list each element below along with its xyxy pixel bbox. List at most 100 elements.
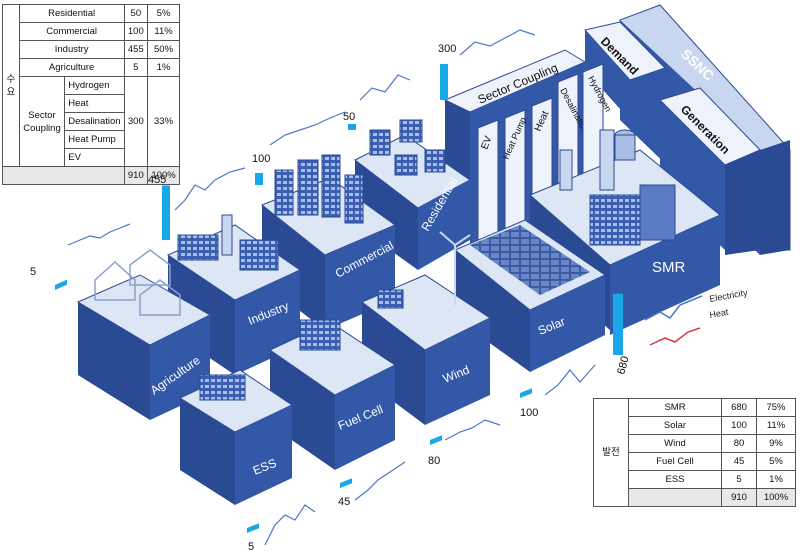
wind-turbine-blade [439, 231, 456, 246]
demand-row-pct: 1% [147, 58, 180, 77]
chimney [221, 214, 233, 256]
fuel-cell-unit [299, 319, 341, 351]
bar-sector-coupling [440, 64, 448, 100]
gen-total-blank [628, 488, 722, 507]
bar-value-residential: 50 [343, 111, 355, 123]
bar-wind [430, 435, 442, 445]
smr-stack [599, 129, 615, 191]
demand-row-pct: 5% [147, 4, 180, 23]
ess-side [180, 398, 235, 505]
gen-row-name: Wind [628, 434, 722, 453]
greenhouse [129, 249, 171, 286]
gen-row-value: 45 [721, 452, 757, 471]
solar-panel-field [470, 225, 590, 295]
bar-value-smr: 680 [615, 355, 631, 376]
greenhouse [139, 279, 181, 316]
residential-front [418, 180, 470, 270]
bar-value-solar: 100 [520, 407, 538, 419]
demand-row-value: 100 [123, 22, 149, 41]
industry-block: Industry [166, 214, 302, 375]
gen-side-label: 발전 [593, 398, 629, 507]
gen-row-value: 80 [721, 434, 757, 453]
bar-value-agriculture: 5 [30, 266, 36, 278]
house [424, 149, 446, 173]
wind-turbine-blade [454, 234, 471, 246]
residential-side [355, 160, 418, 270]
gen-total-pct: 100% [756, 488, 796, 507]
bar-value-fuel-cell: 45 [338, 496, 350, 508]
gen-row-name: Solar [628, 416, 722, 435]
gen-row-name: ESS [628, 470, 722, 489]
quantity-bars [55, 64, 623, 533]
house [394, 154, 418, 176]
office-tower [321, 154, 341, 218]
residential-block: Residential [354, 119, 471, 270]
fuel-cell-block: Fuel Cell [268, 319, 396, 470]
profile-line [459, 29, 536, 56]
coupling-value: 300 [123, 76, 149, 167]
ess-block: ESS [178, 369, 294, 505]
smr-turbine-hall [639, 184, 676, 241]
demand-total-pct: 100% [147, 166, 180, 185]
bar-fuel-cell [340, 478, 352, 488]
coupling-pct: 33% [147, 76, 180, 167]
office-tower [274, 169, 294, 216]
fuel-cell-side [270, 350, 335, 470]
wind-front [425, 318, 490, 425]
bar-value-ess: 5 [248, 541, 254, 553]
factory [239, 239, 279, 271]
demand-row-pct: 50% [147, 40, 180, 59]
fuel-cell-front [335, 365, 395, 470]
factory [177, 234, 219, 261]
smr-label: SMR [652, 259, 686, 276]
profile-line [264, 504, 316, 546]
solar-side [455, 250, 530, 372]
demand-total-value: 910 [123, 166, 149, 185]
legend-heat-line [649, 327, 701, 346]
house [399, 119, 423, 143]
profile-line [544, 364, 596, 396]
demand-total-blank [2, 166, 125, 185]
bar-commercial [255, 173, 263, 185]
gen-row-value: 5 [721, 470, 757, 489]
gen-row-pct: 9% [756, 434, 796, 453]
bar-agriculture [55, 279, 67, 290]
gen-row-pct: 11% [756, 416, 796, 435]
bar-industry [162, 185, 170, 240]
gen-row-pct: 1% [756, 470, 796, 489]
substation [377, 289, 404, 309]
wind-block: Wind [361, 231, 492, 425]
house [369, 129, 391, 156]
profile-line [67, 223, 131, 246]
legend-electricity-line [644, 295, 703, 321]
gen-row-pct: 75% [756, 398, 796, 417]
smr-reactor-building [589, 194, 641, 246]
generation-side [725, 150, 760, 255]
office-tower [344, 174, 364, 224]
bar-smr [613, 293, 623, 355]
bar-value-industry: 455 [148, 174, 166, 186]
smr-tank-body [614, 134, 636, 161]
ev-label: EV [479, 134, 494, 151]
bar-residential [348, 124, 356, 130]
profile-line [269, 111, 346, 146]
gen-row-name: SMR [628, 398, 722, 417]
legend-electricity-label: Electricity [709, 287, 749, 304]
bar-value-commercial: 100 [252, 153, 270, 165]
solar-front [530, 275, 605, 372]
bar-value-wind: 80 [428, 455, 440, 467]
bar-value-sector-coupling: 300 [438, 43, 456, 55]
legend-heat-label: Heat [709, 307, 730, 320]
office-tower [297, 159, 319, 216]
smr-stack [559, 149, 573, 191]
agriculture-side [78, 302, 150, 420]
profile-line [359, 74, 411, 101]
profile-lines [67, 29, 596, 546]
ess-front [235, 405, 292, 505]
smr-front [610, 215, 720, 335]
ssnc-side [760, 140, 790, 255]
profile-line [174, 167, 246, 211]
coupling-label: Sector Coupling [18, 76, 66, 167]
gen-row-value: 680 [721, 398, 757, 417]
